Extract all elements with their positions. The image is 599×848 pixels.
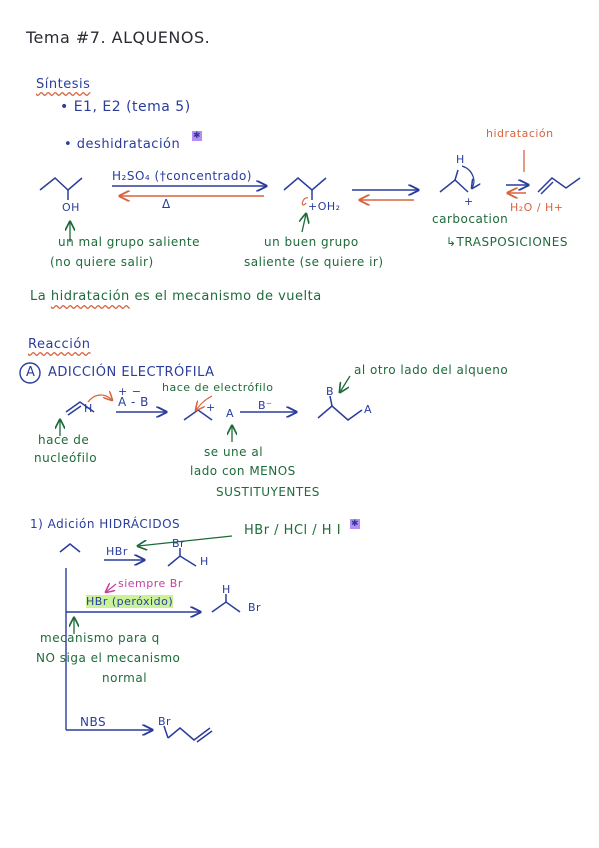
product-b-label: B <box>326 385 335 398</box>
reaction-product-molecule <box>317 395 363 421</box>
hace-electrofilo-label: hace de electrófilo <box>162 381 274 394</box>
oh2-label: +OH₂ <box>308 200 341 213</box>
hydracid-alkene-molecule <box>59 543 81 553</box>
reaction-h-label: H <box>84 402 93 415</box>
otro-lado-pointer-arrow <box>340 375 351 392</box>
hbr-label: HBr <box>106 545 128 558</box>
hace-nucleofilo-line2: nucleófilo <box>34 451 98 465</box>
section-a-title: ADICCIÓN ELECTRÓFILA <box>48 365 215 380</box>
hbr-peroxido-label: HBr (peróxido) <box>86 595 174 608</box>
se-une-line1: se une al <box>204 445 264 459</box>
sintesis-item-deshidratacion: • deshidratación <box>64 137 181 152</box>
hydride-shift-arrow <box>461 165 474 188</box>
hbr-peroxido-text: HBr (peróxido) <box>86 595 174 608</box>
carbocation-h-label: H <box>456 153 465 166</box>
section-a-circle <box>19 362 41 384</box>
ab-charges-label: + − <box>118 385 142 398</box>
intermediate-plus-label: + <box>206 401 216 414</box>
sintesis-item-e1-e2: • E1, E2 (tema 5) <box>60 99 191 115</box>
star-icon-2: ✱ <box>350 519 360 529</box>
siempre-br-arrow <box>106 584 117 592</box>
reagent-back-label: Δ <box>162 197 171 211</box>
buen-grupo-line2: saliente (se quiere ir) <box>244 255 384 269</box>
conclusion-prefix: La <box>30 289 47 304</box>
anti-markovnikov-product-molecule <box>211 594 241 613</box>
mal-grupo-line1: un mal grupo saliente <box>58 235 200 249</box>
reaccion-heading: Reacción <box>28 337 91 352</box>
markovnikov-product-molecule <box>167 548 197 567</box>
protonated-alcohol-molecule <box>283 177 327 200</box>
carbocation-label: carbocation <box>432 212 509 226</box>
section-a-letter: A <box>26 365 36 380</box>
leaving-curved-arrow <box>301 197 309 206</box>
mecanismo-line1: mecanismo para q <box>40 631 160 645</box>
b-minus-label: B⁻ <box>258 399 273 412</box>
allylic-bromide-molecule <box>163 725 213 743</box>
h2o-label: H₂O / H+ <box>510 201 564 214</box>
buen-grupo-pointer-arrow <box>302 214 306 233</box>
alcohol-molecule <box>39 177 83 200</box>
conclusion-word: hidratación <box>50 289 130 304</box>
carbocation-molecule <box>439 169 469 193</box>
allylic-br-label: Br <box>158 715 172 728</box>
nbs-label: NBS <box>80 715 107 729</box>
reagent-forward-label: H₂SO₄ (†concentrado) <box>112 169 252 183</box>
mal-grupo-line2: (no quiere salir) <box>50 255 154 269</box>
conclusion-rest: es el mecanismo de vuelta <box>134 289 322 304</box>
transposiciones-label: ↳TRASPOSICIONES <box>446 235 568 249</box>
hydracid-reagent-arrow <box>138 535 233 546</box>
mecanismo-line2: NO siga el mecanismo <box>36 651 181 665</box>
se-une-line2: lado con MENOS <box>190 464 296 478</box>
star-icon: ✱ <box>192 131 202 141</box>
hidratacion-label: hidratación <box>486 127 554 140</box>
electrofilo-curved-arrow <box>196 395 213 410</box>
markovnikov-h-label: H <box>200 555 209 568</box>
hace-nucleofilo-line1: hace de <box>38 433 90 447</box>
al-otro-lado-label: al otro lado del alqueno <box>354 363 509 377</box>
buen-grupo-line1: un buen grupo <box>264 235 359 249</box>
page-title: Tema #7. ALQUENOS. <box>26 28 211 47</box>
carbocation-plus-label: + <box>464 195 474 208</box>
intermediate-a-label: A <box>226 407 235 420</box>
markovnikov-br-label: Br <box>172 537 186 550</box>
product-a-label: A <box>364 403 373 416</box>
conclusion-line: La hidratación es el mecanismo de vuelta <box>30 290 322 303</box>
hidracidos-reagents: HBr / HCl / H I <box>244 523 342 538</box>
nucleophile-attack-arrow <box>87 395 112 403</box>
siempre-br-label: siempre Br <box>118 577 183 590</box>
sintesis-heading: Síntesis <box>36 77 91 92</box>
oh-label: OH <box>62 201 80 214</box>
anti-markovnikov-br-label: Br <box>248 601 262 614</box>
se-une-line3: SUSTITUYENTES <box>216 485 320 499</box>
alkene-molecule <box>537 177 581 195</box>
hidracidos-title: 1) Adición HIDRÁCIDOS <box>30 517 181 531</box>
reaction-alkene-molecule <box>65 401 95 416</box>
ab-reagent-label: A - B <box>118 395 149 409</box>
mecanismo-line3: normal <box>102 671 148 685</box>
anti-markovnikov-h-label: H <box>222 583 231 596</box>
